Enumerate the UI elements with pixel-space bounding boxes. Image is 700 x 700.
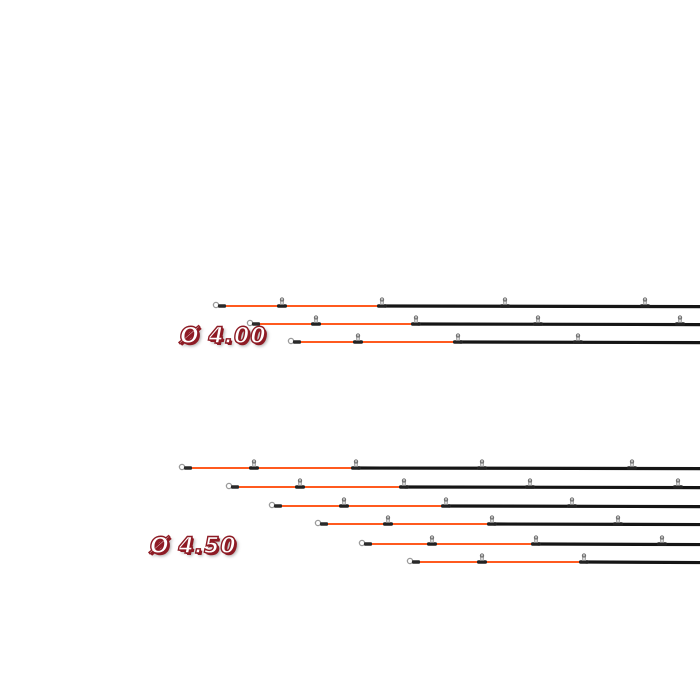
group-400 — [212, 297, 700, 345]
line-guide-icon — [377, 297, 387, 308]
line-guide-icon — [441, 497, 451, 508]
line-guide-icon — [339, 497, 349, 508]
line-guide-icon — [627, 459, 637, 470]
line-guide-icon — [453, 333, 463, 344]
rod-tip-icon — [406, 557, 420, 565]
rod-tip — [287, 333, 700, 345]
line-guide-icon — [277, 297, 287, 308]
rod-tip-icon — [268, 501, 282, 509]
rod-tip-icon — [212, 301, 226, 309]
rod-blank — [383, 304, 700, 309]
line-guide-icon — [399, 478, 409, 489]
line-guide-icon — [579, 553, 589, 564]
line-guide-icon — [675, 315, 685, 326]
line-guide-icon — [383, 515, 393, 526]
rod-tip — [314, 515, 700, 527]
rod-tip — [406, 553, 700, 565]
line-guide-icon — [487, 515, 497, 526]
line-guide-icon — [249, 459, 259, 470]
rod-tip — [212, 297, 700, 309]
line-guide-icon — [500, 297, 510, 308]
line-guide-icon — [353, 333, 363, 344]
line-guide-icon — [573, 333, 583, 344]
line-guide-icon — [673, 478, 683, 489]
rod-tip — [178, 459, 700, 471]
rod-tip — [268, 497, 700, 509]
rod-blank — [492, 522, 700, 527]
rod-tip — [246, 315, 700, 327]
rod-tip-icon — [246, 319, 260, 327]
line-guide-icon — [295, 478, 305, 489]
line-guide-icon — [640, 297, 650, 308]
rod-blank — [403, 485, 700, 490]
line-guide-icon — [657, 535, 667, 546]
diameter-label-450: Ø 4.50 — [149, 533, 237, 559]
line-guide-icon — [533, 315, 543, 326]
rod-tip — [358, 535, 700, 547]
rod-tip-icon — [225, 482, 239, 490]
line-guide-icon — [531, 535, 541, 546]
rod-blank — [584, 560, 700, 565]
rod-blank — [356, 466, 700, 471]
line-guide-icon — [427, 535, 437, 546]
line-guide-icon — [477, 459, 487, 470]
line-guide-icon — [311, 315, 321, 326]
line-guide-icon — [351, 459, 361, 470]
line-guide-icon — [477, 553, 487, 564]
rod-blank — [536, 542, 700, 547]
rod-tip-icon — [178, 463, 192, 471]
line-guide-icon — [525, 478, 535, 489]
line-guide-icon — [411, 315, 421, 326]
rod-tip — [225, 478, 700, 490]
rod-tip-icon — [358, 539, 372, 547]
line-guide-icon — [567, 497, 577, 508]
rod-tip-icon — [287, 337, 301, 345]
line-guide-icon — [613, 515, 623, 526]
diameter-label-400: Ø 4.00 — [179, 323, 267, 349]
rod-tip-icon — [314, 519, 328, 527]
group-450 — [178, 459, 700, 565]
rod-blank — [416, 322, 700, 327]
